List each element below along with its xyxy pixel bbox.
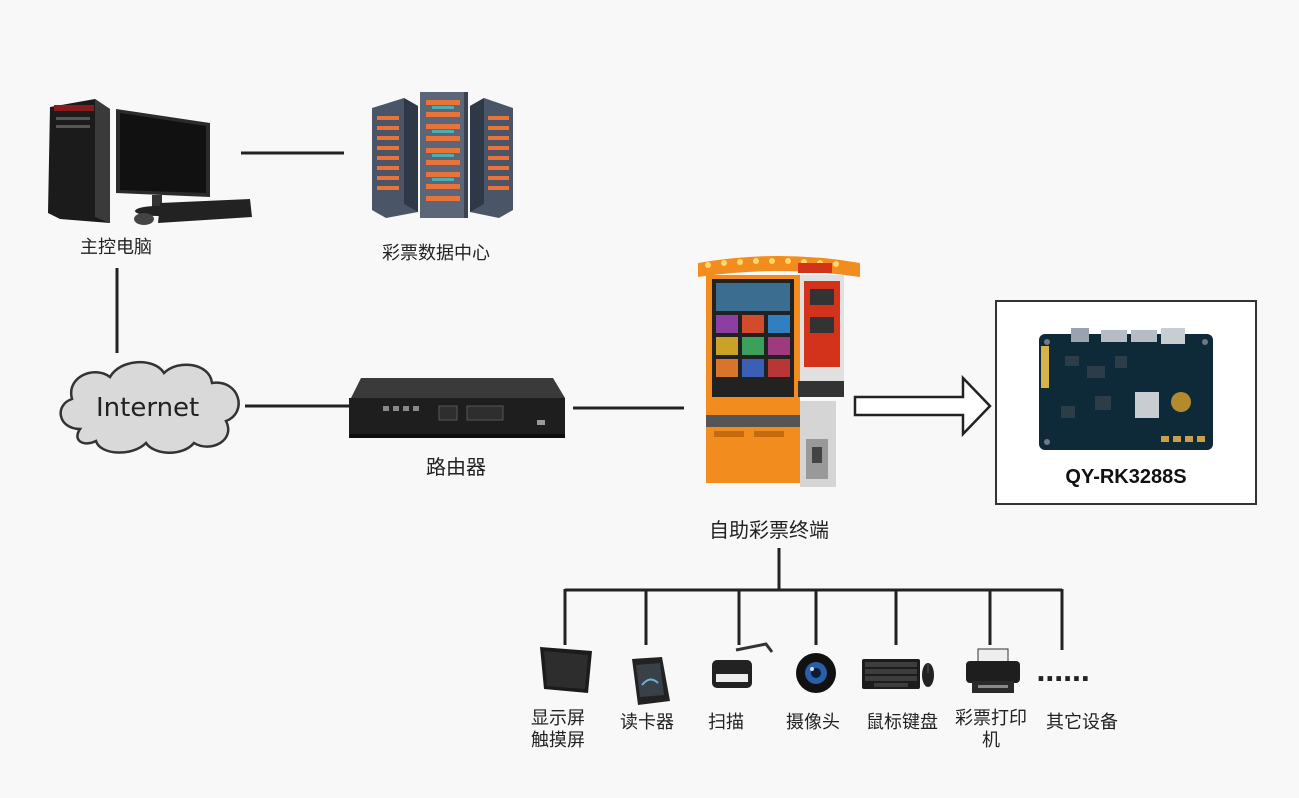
device-label: 摄像头: [786, 712, 840, 733]
host-pc-icon: [48, 99, 252, 225]
internet-label: Internet: [96, 393, 200, 423]
scanner-icon: [712, 642, 774, 688]
host-pc-label: 主控电脑: [80, 237, 152, 258]
device-label: 显示屏 触摸屏: [531, 708, 585, 751]
device-label: 鼠标键盘: [866, 712, 938, 733]
display-icon: [540, 647, 592, 693]
device-label: 彩票打印 机: [955, 708, 1027, 751]
device-label: 扫描: [708, 712, 744, 733]
internet-cloud-icon: [59, 360, 240, 454]
board-model-label: QY-RK3288S: [1065, 466, 1187, 488]
printer-icon: [966, 648, 1020, 693]
router-icon: [349, 378, 565, 438]
terminal-label: 自助彩票终端: [709, 518, 829, 542]
device-label: 读卡器: [620, 712, 674, 733]
camera-icon: [796, 653, 836, 693]
circuit-board-icon: [1039, 328, 1213, 450]
lottery-kiosk-icon: [698, 256, 860, 487]
device-label: 其它设备: [1046, 712, 1118, 733]
board-panel: QY-RK3288S: [995, 300, 1257, 505]
server-rack-icon: [372, 92, 513, 218]
arrow-to-board: [853, 374, 992, 438]
more-devices-ellipsis: ......: [1036, 658, 1090, 688]
router-label: 路由器: [426, 455, 486, 479]
data-center-label: 彩票数据中心: [382, 243, 490, 264]
card-reader-icon: [632, 657, 670, 705]
keyboard-mouse-icon: [862, 659, 934, 689]
